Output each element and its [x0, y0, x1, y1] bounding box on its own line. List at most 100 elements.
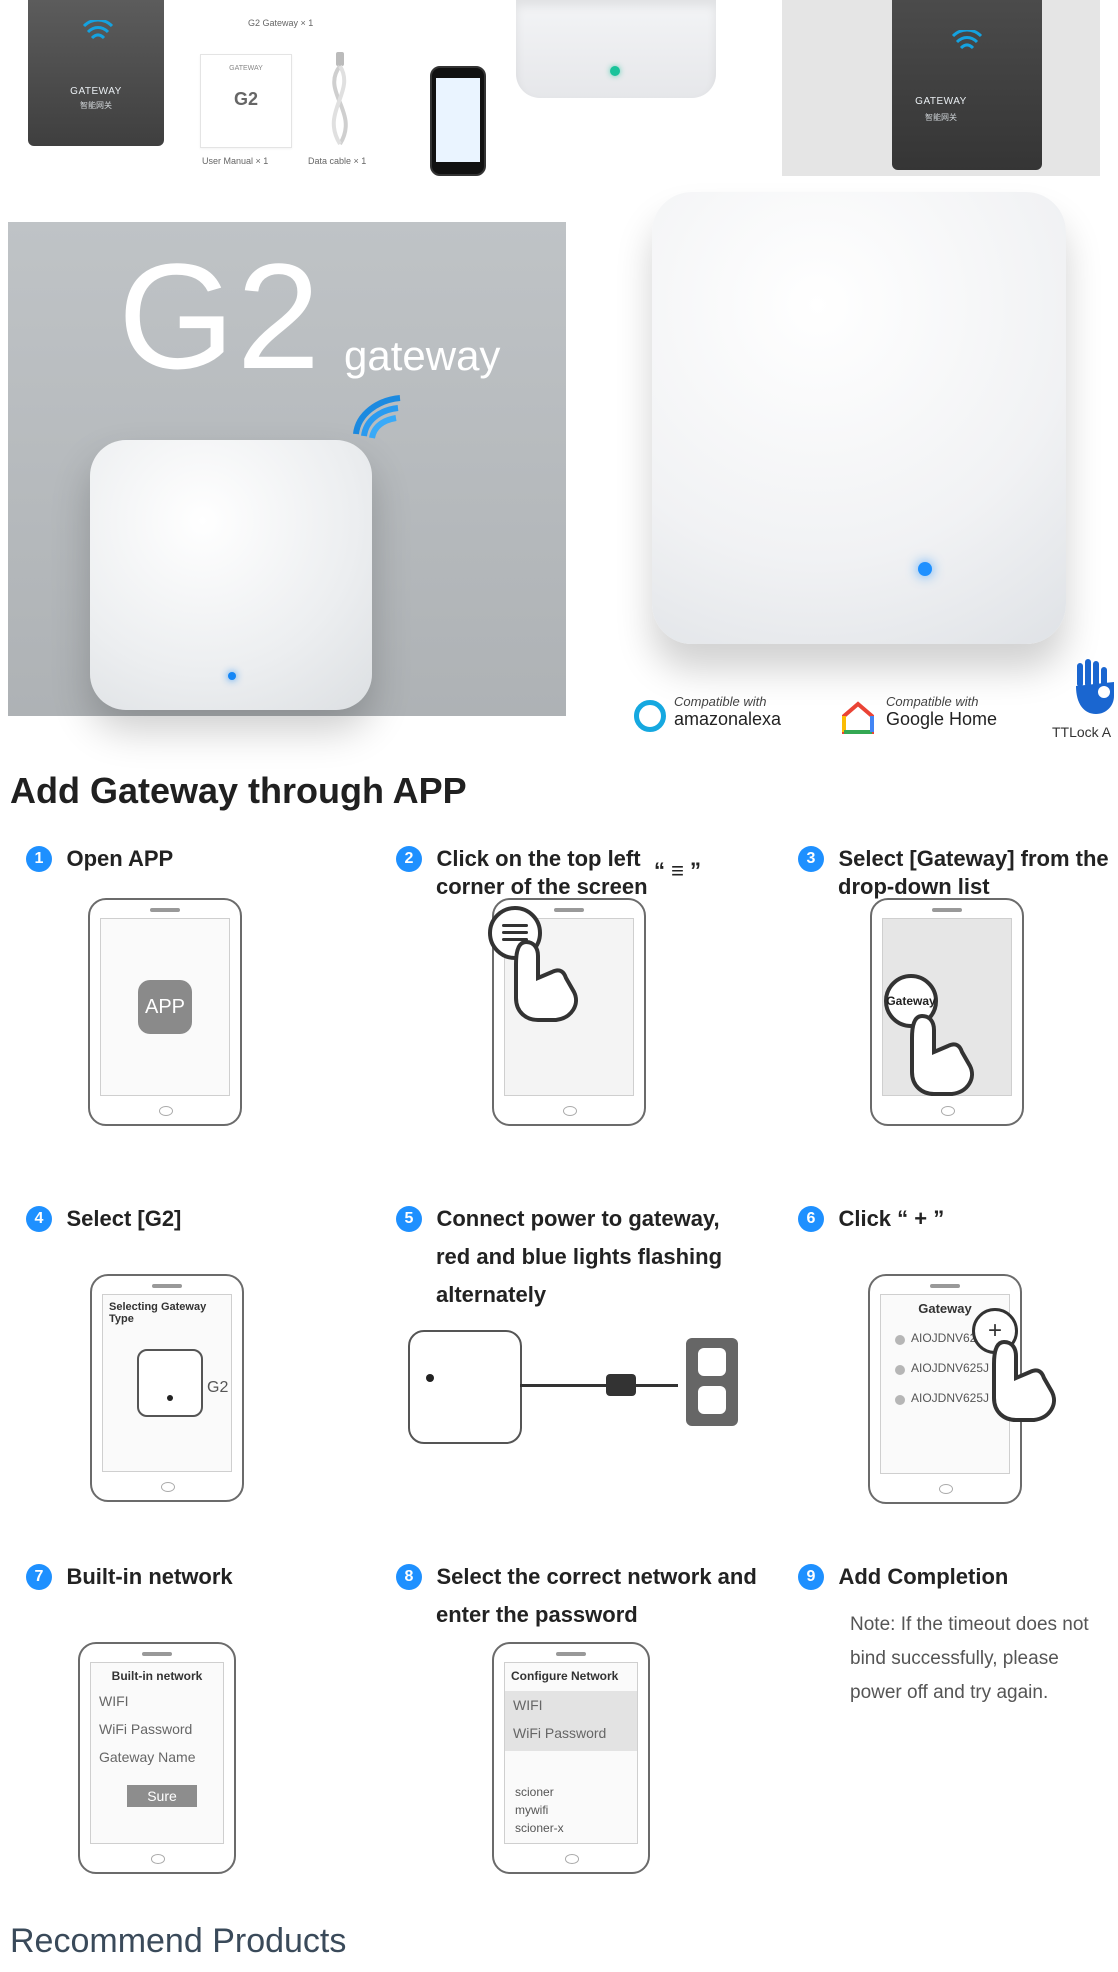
step-1-badge: 1: [26, 846, 52, 872]
manual-title: GATEWAY: [229, 65, 263, 72]
wifi-password-row: WiFi Password: [513, 1725, 607, 1741]
phone-screen: APP: [100, 918, 230, 1096]
step-2: 2 Click on the top left corner of the sc…: [396, 846, 726, 900]
phone-screen: Configure Network WIFI WiFi Password sci…: [504, 1662, 638, 1844]
right-gateway-image: [580, 186, 1118, 706]
gateway-option-label: Gateway: [886, 994, 936, 1008]
config-panel: [505, 1691, 637, 1751]
compat-google-home: Compatible with Google Home: [840, 694, 1000, 740]
gateway-list-item-1: AIOJDNV625J: [911, 1331, 990, 1345]
step-9-badge: 9: [798, 1564, 824, 1590]
g2-hero-text: G2: [118, 232, 323, 400]
gateway-list-item-2: AIOJDNV625J: [911, 1361, 990, 1375]
hand-pointer-icon: [992, 1339, 1056, 1422]
step-2-badge: 2: [396, 846, 422, 872]
step-5-title-line2: red and blue lights flashing: [436, 1244, 723, 1269]
wifi-icon: [82, 20, 114, 40]
step-4-title: Select [G2]: [66, 1206, 182, 1231]
wifi-row: WIFI: [513, 1697, 543, 1713]
gateway-device-large: [652, 192, 1066, 644]
step-7-screen-title: Built-in network: [111, 1669, 203, 1683]
step-7-title: Built-in network: [66, 1564, 233, 1589]
box-right-subtitle: 智能网关: [925, 113, 957, 122]
home-button: [159, 1106, 173, 1116]
product-box-right: GATEWAY 智能网关: [782, 0, 1100, 176]
home-button: [150, 1854, 166, 1864]
step-3: 3 Select [Gateway] from the drop-down li…: [798, 846, 1118, 900]
compat-alexa-line2: amazonalexa: [674, 709, 782, 729]
step-8-title-line1: Select the correct network and: [436, 1564, 757, 1589]
status-led: [228, 672, 236, 680]
wifi-row: WIFI: [99, 1693, 129, 1709]
sure-button: Sure: [127, 1785, 197, 1807]
cable-caption: Data cable × 1: [308, 156, 367, 166]
app-phone-screen: [436, 78, 480, 162]
wifi-icon: [951, 30, 983, 50]
hand-pointer-icon: [910, 1013, 974, 1096]
manual-g2: G2: [233, 89, 258, 109]
step-6-title: Click “ + ”: [838, 1206, 945, 1231]
compat-google-line1: Compatible with: [886, 694, 979, 709]
gateway-list-item-3: AIOJDNV625J: [911, 1391, 990, 1405]
wifi-icon: [353, 395, 401, 439]
gateway-device-power: [408, 1330, 522, 1444]
compat-alexa-line1: Compatible with: [674, 694, 767, 709]
plug-icon: [606, 1374, 636, 1396]
status-led: [918, 562, 932, 576]
status-led: [426, 1374, 434, 1382]
network-3: scioner-x: [515, 1821, 564, 1835]
power-cable: [520, 1384, 610, 1387]
list-item: AIOJDNV625J: [891, 1391, 999, 1409]
step-9-note-line1: Note: If the timeout does not: [850, 1614, 1089, 1635]
box-right-title: GATEWAY: [915, 96, 967, 107]
phone-speaker: [932, 908, 962, 912]
g2-device-icon: [137, 1349, 203, 1417]
step-5-title-line1: Connect power to gateway,: [436, 1206, 720, 1231]
app-icon: APP: [138, 980, 192, 1034]
list-item: AIOJDNV625J: [891, 1331, 999, 1349]
step-4-badge: 4: [26, 1206, 52, 1232]
step-5: 5 Connect power to gateway, red and blue…: [396, 1206, 756, 1308]
step-8-title-line2: enter the password: [436, 1602, 638, 1627]
recommend-products-title: Recommend Products: [10, 1922, 347, 1960]
step-8: 8 Select the correct network and enter t…: [396, 1564, 776, 1628]
step-6: 6 Click “ + ”: [798, 1206, 944, 1232]
g2-hero-image: G2 gateway: [8, 222, 566, 716]
step-2-quote: “ ≡ ”: [654, 858, 702, 883]
google-home-icon: [842, 701, 874, 734]
step-5-title-line3: alternately: [436, 1282, 547, 1307]
ttlock-label: TTLock A: [1052, 724, 1112, 740]
step-1-phone: APP: [88, 898, 242, 1126]
g2-label: G2: [207, 1379, 229, 1396]
manual-caption: User Manual × 1: [202, 156, 269, 166]
user-manual: GATEWAY G2: [200, 54, 292, 148]
hand-pointer-icon: [514, 939, 578, 1022]
step-2-title-line2: corner of the screen: [436, 874, 648, 899]
step-7-badge: 7: [26, 1564, 52, 1590]
network-1: scioner: [515, 1785, 554, 1799]
network-2: mywifi: [515, 1803, 549, 1817]
home-button: [941, 1106, 955, 1116]
wifi-password-row: WiFi Password: [99, 1721, 193, 1737]
phone-screen: Built-in network WIFI WiFi Password Gate…: [90, 1662, 224, 1844]
step-2-title-line1: Click on the top left: [436, 846, 641, 871]
phone-screen: Selecting Gateway Type G2: [102, 1294, 232, 1472]
step-8-screen-title: Configure Network: [511, 1669, 619, 1683]
step-3-title-line2: drop-down list: [838, 874, 990, 899]
step-1-title: Open APP: [66, 846, 174, 871]
gateway-name-row: Gateway Name: [99, 1749, 196, 1765]
step-3-title-line1: Select [Gateway] from the: [838, 846, 1109, 871]
section-title-add-gateway: Add Gateway through APP: [10, 770, 467, 811]
app-phone-image: [430, 66, 486, 176]
compat-google-line2: Google Home: [886, 709, 998, 729]
step-8-phone: Configure Network WIFI WiFi Password sci…: [492, 1642, 650, 1874]
step-3-badge: 3: [798, 846, 824, 872]
step-4-screen-title: Selecting Gateway Type: [109, 1301, 207, 1325]
plus-label: +: [987, 1317, 1002, 1344]
step-1: 1 Open APP: [26, 846, 173, 872]
phone-speaker: [554, 908, 584, 912]
step-9-title: Add Completion: [838, 1564, 1009, 1589]
home-button: [939, 1484, 953, 1494]
compat-ttlock: TTLock A: [1052, 658, 1118, 748]
power-cable-end: [636, 1384, 678, 1387]
